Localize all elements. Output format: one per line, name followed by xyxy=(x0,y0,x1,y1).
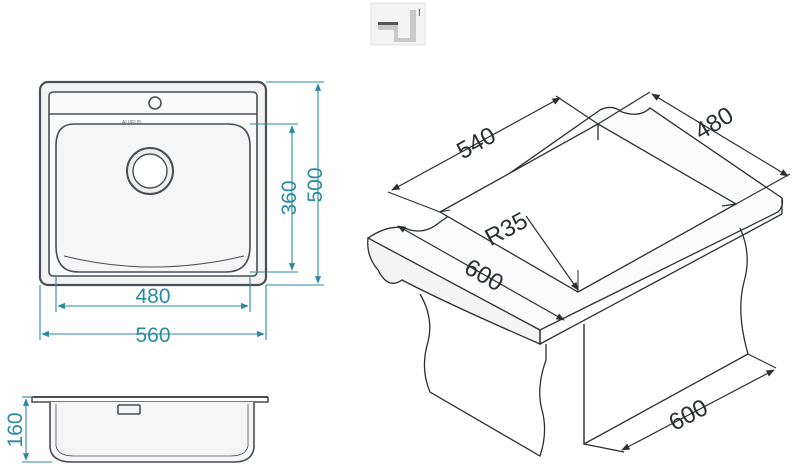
top-view-dimensions xyxy=(39,81,324,340)
drain-inner xyxy=(132,153,168,189)
dimension-line-480-perspective xyxy=(651,93,789,177)
dimension-line-540 xyxy=(391,97,561,191)
label-overall-depth: 500 xyxy=(304,167,327,202)
top-view: ALVEUS xyxy=(38,80,268,287)
label-cabinet-depth: 600 xyxy=(664,394,712,437)
dimension-line-600-bottom xyxy=(621,369,775,451)
perspective-view xyxy=(366,106,784,457)
label-overall-width: 560 xyxy=(135,324,170,347)
side-view-bowl xyxy=(49,402,255,463)
inset-mount-icon: I xyxy=(370,2,426,46)
label-bowl-width: 480 xyxy=(135,285,170,308)
overflow-slot xyxy=(117,404,141,415)
label-bowl-depth: 360 xyxy=(278,180,301,215)
label-cutout-width: 540 xyxy=(452,122,500,165)
perspective-dimensions xyxy=(387,91,791,453)
mount-icon-mark: I xyxy=(418,8,421,19)
dimension-line-600-top xyxy=(397,225,565,321)
label-cutout-depth: 480 xyxy=(690,102,738,146)
side-view-dimensions xyxy=(22,396,52,463)
tap-hole xyxy=(148,96,162,110)
label-bowl-height: 160 xyxy=(4,412,27,447)
cabinet-right-side xyxy=(583,227,749,446)
svg-text:ALVEUS: ALVEUS xyxy=(122,120,142,126)
cabinet-left-side xyxy=(419,293,547,457)
side-view xyxy=(31,396,269,463)
top-view-bowl xyxy=(55,123,251,273)
